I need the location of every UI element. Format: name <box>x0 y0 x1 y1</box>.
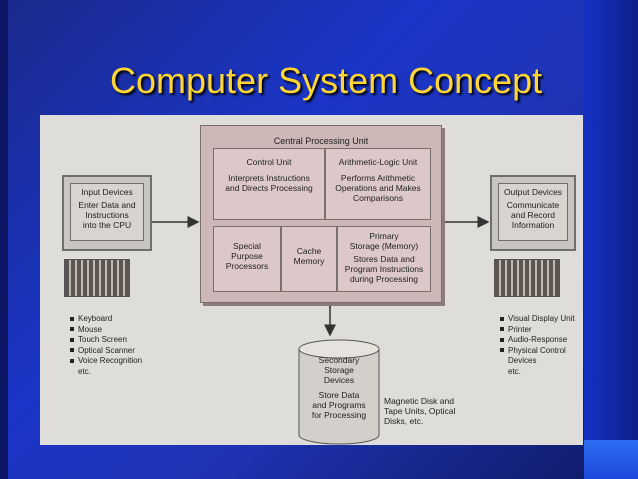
output-etc: etc. <box>508 366 521 376</box>
secondary-line-4: Store Data <box>318 390 360 400</box>
connector-arrows <box>152 216 490 337</box>
bullet-icon <box>70 337 74 342</box>
input-etc: etc. <box>78 366 91 376</box>
input-devices-box: Input Devices Enter Data and Instruction… <box>70 183 144 241</box>
alu-desc-2: Operations and Makes <box>335 183 421 193</box>
bullet-icon <box>500 348 504 353</box>
primary-desc-1: Stores Data and <box>353 254 415 264</box>
secondary-storage-note: Magnetic Disk and Tape Units, Optical Di… <box>384 396 455 426</box>
control-unit-label: Control Unit <box>246 157 292 167</box>
input-item: Touch Screen <box>70 335 142 346</box>
alu-label: Arithmetic-Logic Unit <box>338 157 418 167</box>
special-line-1: Special <box>233 241 261 251</box>
input-box-line-4: into the CPU <box>82 220 132 230</box>
output-item-label: Printer <box>508 324 532 334</box>
input-item: Optical Scanner <box>70 346 142 357</box>
input-box-line-2: Enter Data and <box>78 200 136 210</box>
primary-desc-2: Program Instructions <box>344 264 424 274</box>
control-unit-desc-2: and Directs Processing <box>225 183 313 193</box>
input-item: Mouse <box>70 325 142 336</box>
secondary-line-5: and Programs <box>312 400 366 410</box>
storage-note-1: Magnetic Disk and <box>384 396 454 406</box>
input-keyboard-icon <box>64 259 130 297</box>
output-item-label: Physical Control <box>508 345 566 355</box>
storage-note-2: Tape Units, Optical <box>384 406 456 416</box>
primary-name-1: Primary <box>369 231 399 241</box>
secondary-storage-cylinder <box>298 339 380 445</box>
secondary-storage-text: Secondary Storage Devices Store Data and… <box>298 355 380 420</box>
alu-desc-1: Performs Arithmetic <box>340 173 416 183</box>
primary-storage-box: Primary Storage (Memory) Stores Data and… <box>337 226 431 292</box>
input-item-label: Touch Screen <box>78 335 127 344</box>
input-item-label: Optical Scanner <box>78 345 135 355</box>
control-unit-box: Control Unit Interprets Instructions and… <box>213 148 325 220</box>
alu-box: Arithmetic-Logic Unit Performs Arithmeti… <box>325 148 431 220</box>
right-decorative-bar <box>584 0 638 479</box>
storage-note-3: Disks, etc. <box>384 416 424 426</box>
output-item: Printer <box>500 325 575 336</box>
output-item-cont: Devices <box>508 356 537 365</box>
input-item-label: Voice Recognition <box>78 356 143 365</box>
bullet-icon <box>500 316 504 321</box>
left-edge-strip <box>0 0 8 479</box>
special-line-3: Processors <box>225 261 269 271</box>
cache-memory-box: Cache Memory <box>281 226 337 292</box>
input-box-line-3: Instructions <box>85 210 129 220</box>
cpu-box: Central Processing Unit Control Unit Int… <box>200 125 442 303</box>
input-item: Keyboard <box>70 314 142 325</box>
bullet-icon <box>500 337 504 342</box>
output-devices-box: Output Devices Communicate and Record In… <box>498 183 568 241</box>
output-box-line-3: and Record <box>511 210 555 220</box>
bullet-icon <box>70 358 74 363</box>
output-device-list: Visual Display Unit Printer Audio-Respon… <box>500 314 575 377</box>
input-item-label: Mouse <box>78 324 103 334</box>
slide-title: Computer System Concept <box>110 60 543 101</box>
secondary-line-6: for Processing <box>311 410 367 420</box>
control-unit-desc-1: Interprets Instructions <box>228 173 310 183</box>
bottom-right-accent <box>584 440 638 479</box>
output-item: Physical Control <box>500 346 575 357</box>
secondary-line-3: Devices <box>323 375 355 385</box>
output-item-label: Audio-Response <box>508 335 568 344</box>
output-item-label: Visual Display Unit <box>508 314 575 323</box>
input-item: Voice Recognition <box>70 356 142 367</box>
secondary-line-2: Storage <box>324 365 354 375</box>
output-keyboard-icon <box>494 259 560 297</box>
bullet-icon <box>70 327 74 332</box>
output-box-line-1: Output Devices <box>503 187 563 197</box>
output-box-line-2: Communicate <box>506 200 560 210</box>
cache-line-1: Cache <box>296 246 322 256</box>
diagram-panel: Central Processing Unit Control Unit Int… <box>40 115 583 445</box>
bullet-icon <box>70 348 74 353</box>
alu-desc-3: Comparisons <box>352 193 404 203</box>
input-device-list: Keyboard Mouse Touch Screen Optical Scan… <box>70 314 142 377</box>
output-item: Audio-Response <box>500 335 575 346</box>
input-box-line-1: Input Devices <box>81 187 133 197</box>
primary-name-2: Storage (Memory) <box>349 241 419 251</box>
cpu-title: Central Processing Unit <box>273 136 369 146</box>
primary-desc-3: during Processing <box>349 274 419 284</box>
output-box-line-4: Information <box>511 220 555 230</box>
bullet-icon <box>500 327 504 332</box>
special-line-2: Purpose <box>231 251 263 261</box>
output-item: Visual Display Unit <box>500 314 575 325</box>
secondary-line-1: Secondary <box>318 355 360 365</box>
special-processors-box: Special Purpose Processors <box>213 226 281 292</box>
input-item-label: Keyboard <box>78 314 113 323</box>
cache-line-2: Memory <box>293 256 325 266</box>
bullet-icon <box>70 316 74 321</box>
